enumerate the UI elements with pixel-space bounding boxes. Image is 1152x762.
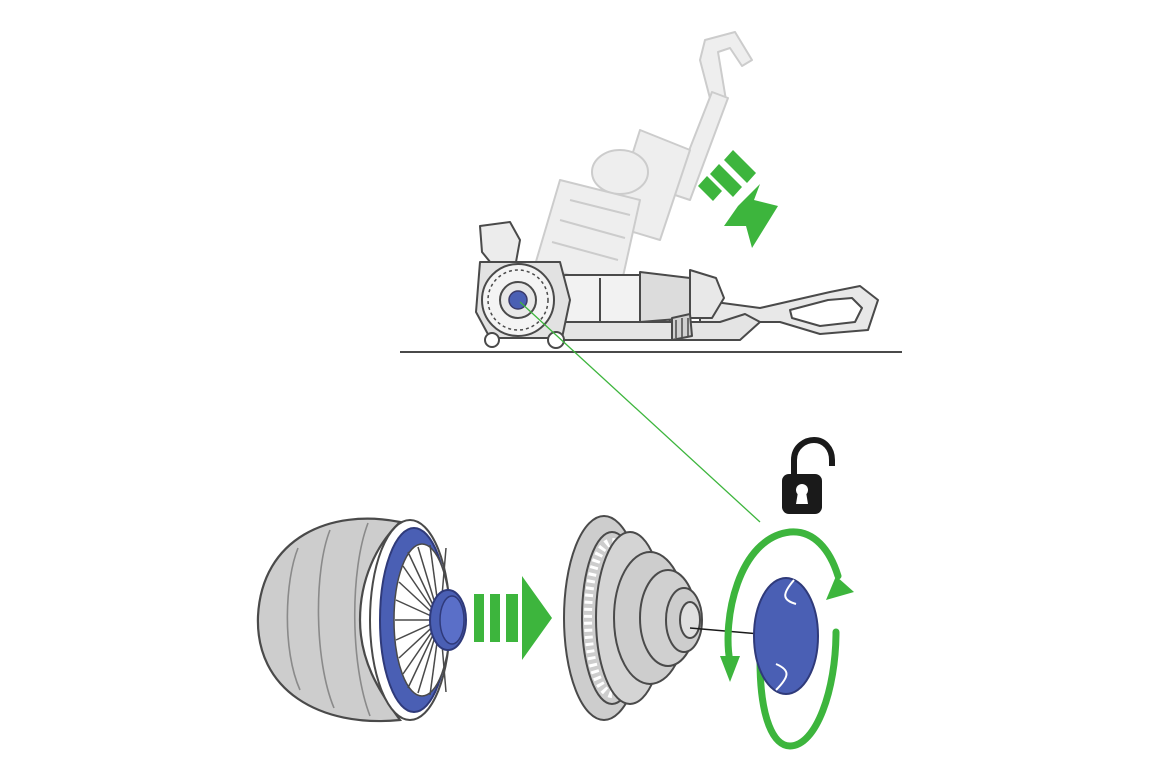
vacuum-body [475, 221, 879, 349]
motor-ball-with-filter [256, 517, 467, 723]
filter-cap[interactable] [753, 577, 819, 695]
rotate-counterclockwise-icon [724, 528, 842, 750]
unlock-padlock-icon [782, 436, 835, 514]
rotation-arrowheads [720, 576, 854, 682]
sequence-arrow-icon [474, 576, 552, 660]
vacuum-ghost-upright [534, 31, 753, 291]
move-down-arrow-icon [698, 150, 778, 248]
callout-line [519, 301, 761, 523]
filter-disc-assembly [563, 515, 703, 721]
vacuum-cleaner-icon [400, 31, 902, 353]
